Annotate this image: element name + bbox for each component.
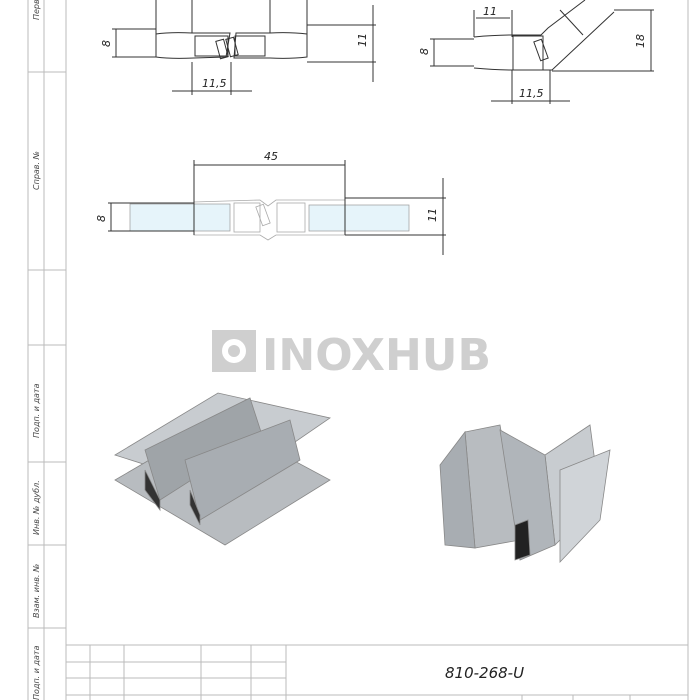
dimension-label: 8 — [100, 40, 113, 47]
side-label: Перв. — [32, 0, 41, 20]
glass-panel-left — [129, 203, 231, 232]
assembly-view: 45 8 11 — [95, 150, 446, 255]
glass-panel-right — [308, 204, 410, 232]
dimension-label: 18 — [634, 34, 647, 48]
dimension-label: 11,5 — [519, 87, 544, 100]
dimension-label: 11 — [483, 5, 497, 18]
watermark-logo: INOXHUB — [212, 330, 491, 381]
sheet-frame — [27, 0, 689, 700]
side-label: Подп. и дата — [32, 383, 41, 438]
svg-text:INOXHUB: INOXHUB — [262, 330, 491, 381]
drawing-code: 810-268-U — [445, 664, 524, 682]
side-label: Взам. инв. № — [32, 564, 41, 618]
side-label: Инв. № дубл. — [32, 480, 41, 535]
side-labels: Перв. Справ. № Подп. и дата Инв. № дубл.… — [32, 0, 41, 700]
dimension-label: 11,5 — [202, 77, 227, 90]
angled-profile-3d — [439, 424, 611, 563]
side-label: Подп. и дата — [32, 645, 41, 700]
dimension-label: 11 — [356, 33, 369, 47]
dimension-label: 8 — [95, 215, 108, 222]
straight-profile-view: 8 11 11,5 — [100, 0, 376, 95]
straight-profile-3d — [114, 392, 331, 546]
angled-profile-view: 11 8 18 11,5 — [418, 0, 654, 104]
dimension-label: 45 — [264, 150, 278, 163]
dimension-label: 11 — [426, 208, 439, 222]
dimension-label: 8 — [418, 48, 431, 55]
side-label: Справ. № — [32, 151, 41, 190]
title-block: 810-268-U — [66, 644, 688, 700]
